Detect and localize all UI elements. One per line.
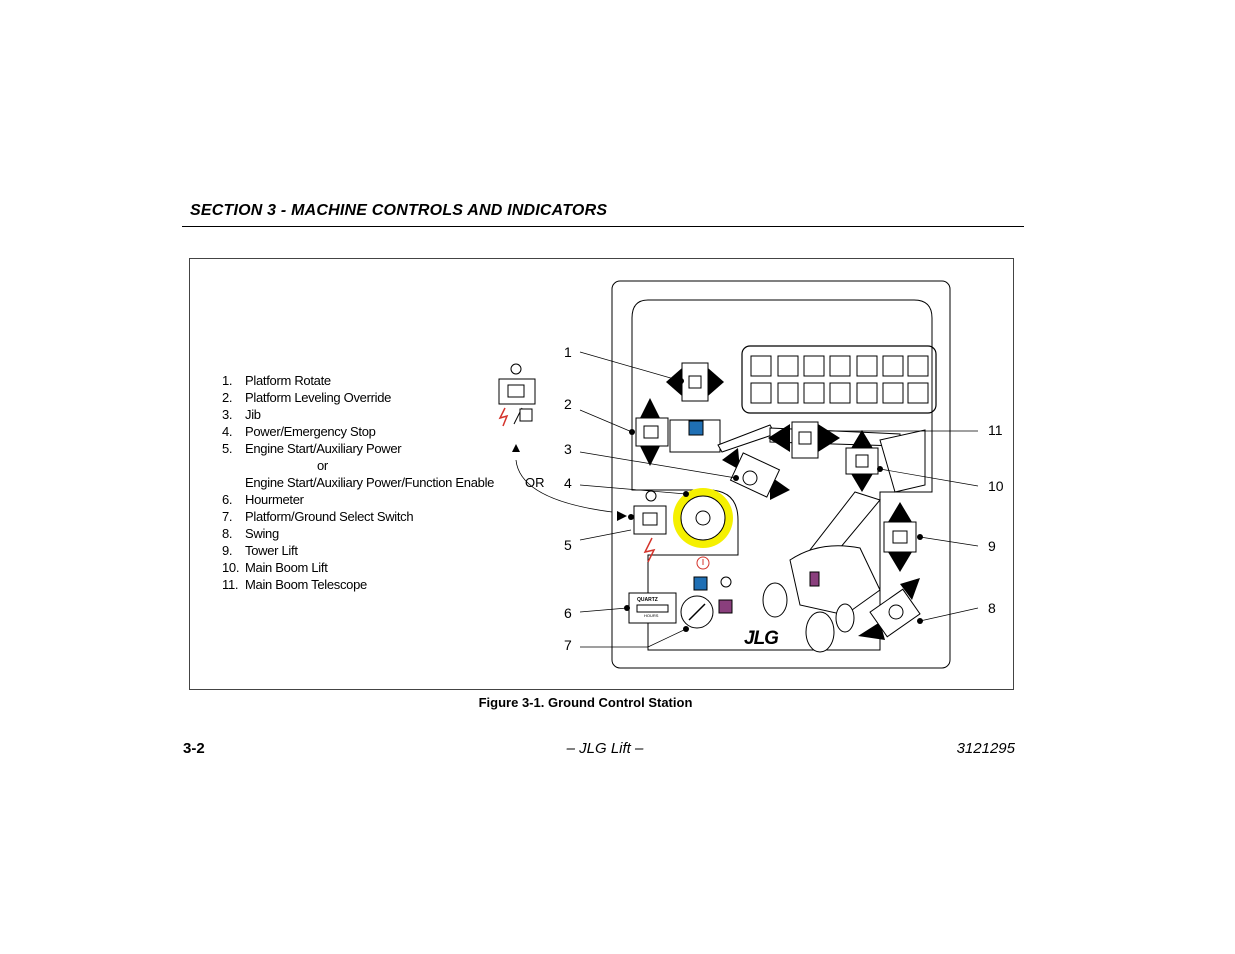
jib-switch (722, 448, 790, 500)
platform-blue-indicator (688, 420, 704, 436)
callout-2: 2 (564, 396, 572, 412)
callout-5: 5 (564, 537, 572, 553)
legend-item: 2.Platform Leveling Override (222, 390, 392, 405)
figure-legend: 1.Platform Rotate 2.Platform Leveling Ov… (222, 372, 494, 593)
overload-icon (803, 382, 825, 404)
jib-outline (717, 424, 776, 453)
callout-9: 9 (988, 538, 996, 554)
engine-glow-icon (510, 363, 522, 375)
callout-6: 6 (564, 605, 572, 621)
legend-item: 5.Engine Start/Auxiliary Power (222, 441, 402, 456)
blue-indicator (693, 576, 708, 591)
callout-4: 4 (564, 475, 572, 491)
callout-11: 11 (988, 422, 1003, 438)
outer-panel (611, 280, 951, 669)
page-number: 3-2 (183, 740, 205, 757)
header-divider (182, 226, 1024, 227)
chassis-purple-light (809, 571, 820, 587)
engine-start-switch (628, 490, 667, 563)
platform-rotate-switch (666, 362, 724, 402)
legend-item: 9.Tower Lift (222, 543, 298, 558)
callout-leaders (579, 351, 979, 648)
legend-or: or (317, 458, 328, 473)
platform-leveling-switch (629, 398, 669, 466)
callout-3: 3 (564, 441, 572, 457)
legend-item: 1.Platform Rotate (222, 373, 331, 388)
platform-outline (669, 419, 721, 453)
document-number: 3121295 (956, 740, 1015, 757)
engine-glow-icon (645, 490, 657, 502)
chassis-outline (789, 545, 881, 616)
tilt-icon (750, 382, 772, 404)
platform-icon (856, 382, 878, 404)
legend-item-alt: Engine Start/Auxiliary Power/Function En… (245, 475, 495, 490)
figure-caption: Figure 3-1. Ground Control Station (478, 695, 693, 710)
hourmeter-unit: HOURS (644, 613, 659, 618)
main-boom-lift-switch (845, 430, 883, 492)
legend-item: 4.Power/Emergency Stop (222, 424, 376, 439)
legend-item: 7.Platform/Ground Select Switch (222, 509, 414, 524)
indicator-panel (741, 345, 937, 414)
legend-item: 3.Jib (222, 407, 261, 422)
alt-engine-switch (498, 363, 536, 427)
blank-indicator-icon (856, 355, 878, 377)
engine-temp-icon (803, 355, 825, 377)
turret-outline (879, 429, 926, 493)
figure-frame (189, 258, 1014, 690)
footer-title: – JLG Lift – (566, 740, 644, 757)
inner-panel (631, 299, 933, 651)
wheel (805, 611, 835, 653)
function-enable-icon (519, 408, 533, 422)
wheel (835, 603, 855, 633)
callout-8: 8 (988, 600, 996, 616)
lightning-icon (498, 407, 509, 427)
blank-indicator-icon (882, 382, 904, 404)
fuel-icon (907, 355, 929, 377)
callout-7: 7 (564, 637, 572, 653)
hourmeter-brand: QUARTZ (637, 597, 658, 603)
service-icon (777, 382, 799, 404)
or-label: OR (525, 475, 545, 490)
jlg-logo: JLG (744, 628, 779, 649)
lightning-icon (643, 537, 656, 563)
tower-lift-switch (883, 502, 923, 572)
legend-item: 10.Main Boom Lift (222, 560, 328, 575)
purple-indicator (718, 599, 733, 614)
wheel (762, 582, 788, 618)
blank-indicator-icon (829, 382, 851, 404)
round-indicator (720, 576, 732, 588)
hourmeter (624, 592, 677, 624)
callout-10: 10 (988, 478, 1004, 494)
or-connector-line (515, 459, 613, 513)
legend-item: 6.Hourmeter (222, 492, 304, 507)
creep-icon (907, 382, 929, 404)
oil-pressure-icon (777, 355, 799, 377)
telescope-switch (768, 421, 840, 459)
section-title: SECTION 3 - MACHINE CONTROLS AND INDICAT… (190, 202, 608, 219)
blank-indicator-icon (882, 355, 904, 377)
battery-icon (750, 355, 772, 377)
legend-item: 8.Swing (222, 526, 279, 541)
glow-plug-icon (829, 355, 851, 377)
legend-item: 11.Main Boom Telescope (222, 577, 367, 592)
callout-1: 1 (564, 344, 572, 360)
platform-ground-select-switch (680, 595, 714, 632)
swing-switch (858, 578, 923, 640)
